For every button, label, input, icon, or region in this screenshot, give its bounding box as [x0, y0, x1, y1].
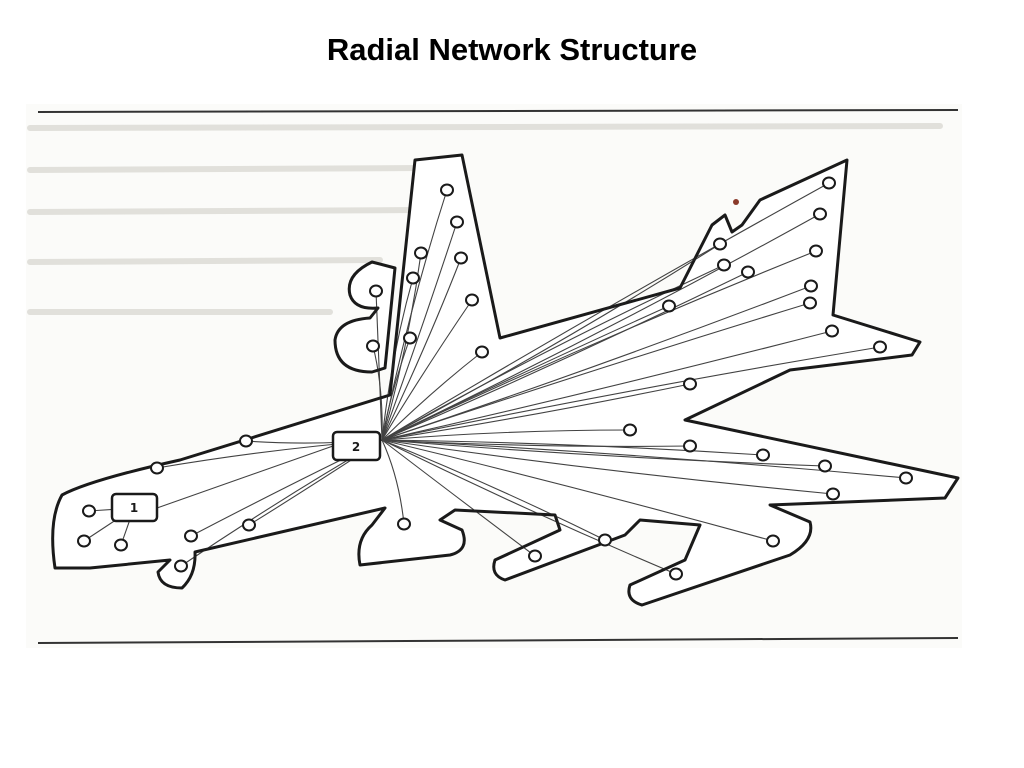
- peripheral-node: [804, 279, 818, 293]
- radial-wire: [381, 277, 414, 441]
- radial-wire: [381, 221, 458, 441]
- peripheral-node: [82, 504, 96, 518]
- peripheral-node: [813, 207, 827, 221]
- peripheral-node: [403, 331, 417, 345]
- peripheral-node: [809, 244, 823, 258]
- peripheral-node: [174, 559, 188, 573]
- peripheral-node: [683, 439, 697, 453]
- radial-wire: [381, 439, 826, 467]
- radial-wire: [381, 305, 670, 441]
- radial-wire: [381, 337, 411, 441]
- peripheral-node: [242, 518, 256, 532]
- peripheral-node: [899, 471, 913, 485]
- radial-wire: [381, 271, 749, 441]
- peripheral-node: [669, 567, 683, 581]
- peripheral-node: [369, 284, 383, 298]
- ink-speck: [733, 199, 739, 205]
- peripheral-node: [766, 534, 780, 548]
- hub-node-2: 2: [331, 430, 382, 462]
- hub-link: [156, 445, 334, 509]
- bleed-through-text: [27, 123, 943, 315]
- left-engine-pod: [333, 260, 397, 374]
- peripheral-node: [150, 461, 164, 475]
- bottom-rule-line: [37, 637, 959, 644]
- peripheral-node: [406, 271, 420, 285]
- peripheral-node: [818, 459, 832, 473]
- radial-wire: [381, 439, 405, 525]
- peripheral-node: [826, 487, 840, 501]
- radial-wire: [381, 439, 764, 456]
- peripheral-node: [717, 258, 731, 272]
- radial-wire: [381, 302, 811, 441]
- slide-title: Radial Network Structure: [326, 32, 698, 67]
- peripheral-node: [454, 251, 468, 265]
- peripheral-node: [528, 549, 542, 563]
- radial-wire: [381, 330, 833, 441]
- peripheral-node: [873, 340, 887, 354]
- hub-node-2-label: 2: [352, 440, 360, 454]
- peripheral-node: [440, 183, 454, 197]
- radial-wire: [381, 250, 817, 441]
- radial-wire: [381, 351, 483, 441]
- top-rule-line: [37, 109, 959, 113]
- peripheral-node: [623, 423, 637, 437]
- hub-node-1-box: [110, 492, 159, 523]
- peripheral-node: [465, 293, 479, 307]
- peripheral-node: [450, 215, 464, 229]
- peripheral-node: [366, 339, 380, 353]
- radial-wire: [381, 439, 536, 557]
- peripheral-node: [803, 296, 817, 310]
- radial-wire: [381, 299, 473, 441]
- radial-wire: [381, 182, 830, 441]
- hub-node-2-box: [331, 430, 382, 462]
- peripheral-node: [598, 533, 612, 547]
- peripheral-node: [741, 265, 755, 279]
- radial-wire: [381, 383, 691, 441]
- peripheral-node: [397, 517, 411, 531]
- radial-wire: [381, 439, 677, 575]
- hub-node-1-label: 1: [130, 501, 138, 515]
- radial-wire: [381, 346, 881, 441]
- radial-wire: [372, 345, 383, 441]
- peripheral-node: [756, 448, 770, 462]
- peripheral-node: [683, 377, 697, 391]
- peripheral-node: [77, 534, 91, 548]
- peripheral-nodes: [77, 176, 913, 581]
- peripheral-node: [713, 237, 727, 251]
- radial-wire: [375, 290, 383, 441]
- peripheral-node: [825, 324, 839, 338]
- radial-wire: [381, 429, 631, 441]
- peripheral-node: [239, 434, 253, 448]
- radial-wire: [381, 257, 462, 441]
- radial-wire: [381, 439, 606, 541]
- peripheral-node: [475, 345, 489, 359]
- peripheral-node: [662, 299, 676, 313]
- radial-wire: [381, 439, 834, 495]
- radial-wire: [381, 243, 721, 441]
- peripheral-node: [414, 246, 428, 260]
- hub-node-1: 1: [110, 492, 159, 523]
- peripheral-node: [114, 538, 128, 552]
- peripheral-node: [184, 529, 198, 543]
- radial-wire: [381, 439, 907, 479]
- radial-wire: [381, 439, 774, 542]
- radial-wire: [381, 264, 725, 441]
- peripheral-node: [822, 176, 836, 190]
- radial-wires: [83, 182, 907, 575]
